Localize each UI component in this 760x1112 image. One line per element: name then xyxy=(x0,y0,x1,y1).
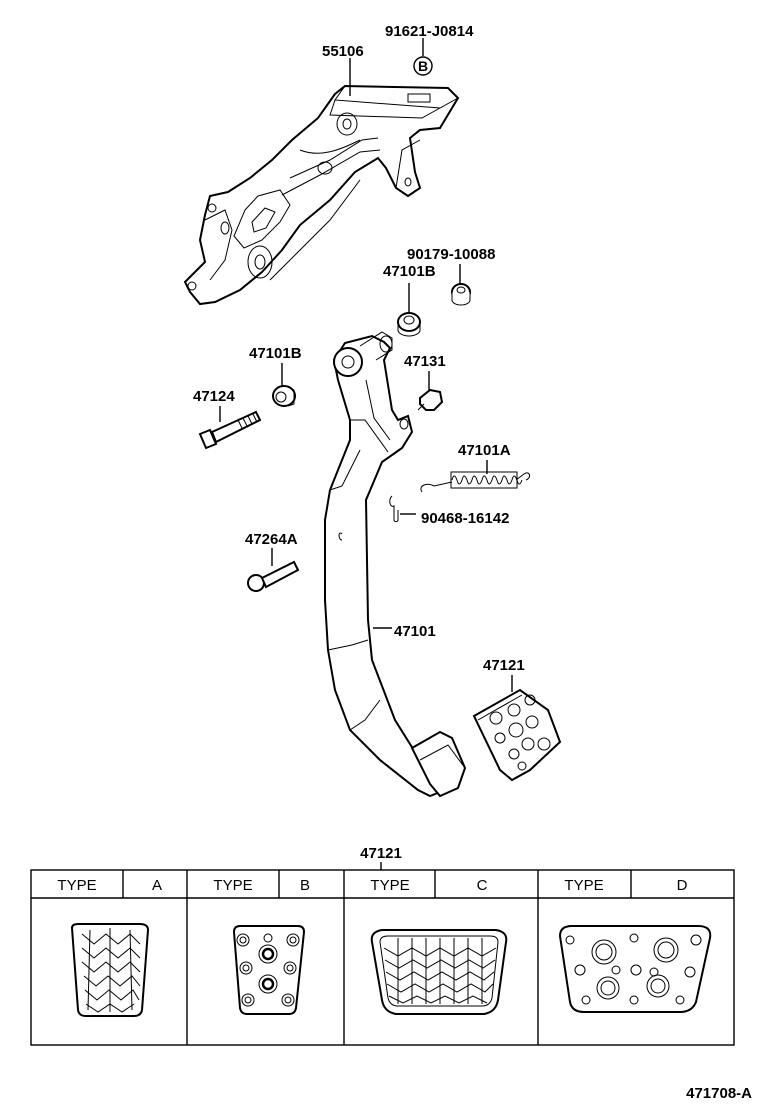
label-bushing-small: 90179-10088 xyxy=(407,246,495,263)
label-spring: 47101A xyxy=(458,442,511,459)
type-header-c: TYPE xyxy=(370,877,409,894)
label-bushing-left: 47101B xyxy=(249,345,302,362)
bracket-drawing xyxy=(183,84,460,306)
bolt-marker-label: B xyxy=(418,58,428,74)
label-bracket: 55106 xyxy=(322,43,364,60)
pin-drawing xyxy=(247,560,300,592)
type-letter-b: B xyxy=(300,877,310,894)
pad-type-a-drawing xyxy=(70,923,150,1017)
stopper-drawing xyxy=(417,388,444,411)
pad-type-d-drawing xyxy=(558,925,712,1013)
label-clip: 90468-16142 xyxy=(421,510,509,527)
pad-type-c-drawing xyxy=(370,929,508,1015)
label-bushing-right: 47101B xyxy=(383,263,436,280)
bushing-right-drawing xyxy=(397,312,421,337)
label-pedal-pad: 47121 xyxy=(483,657,525,674)
type-letter-a: A xyxy=(152,877,162,894)
type-letter-d: D xyxy=(677,877,688,894)
type-letter-c: C xyxy=(477,877,488,894)
pedal-pad-drawing xyxy=(472,688,562,782)
label-stopper: 47131 xyxy=(404,353,446,370)
pad-type-table: TYPE A TYPE B TYPE C TYPE D xyxy=(30,869,735,1046)
clip-drawing xyxy=(389,495,399,522)
type-header-a: TYPE xyxy=(57,877,96,894)
bushing-small-drawing xyxy=(451,283,471,306)
pad-table-title: 47121 xyxy=(360,845,402,862)
label-pivot-bolt: 47124 xyxy=(193,388,235,405)
label-bracket-bolt: 91621-J0814 xyxy=(385,23,474,40)
label-pedal-arm: 47101 xyxy=(394,623,436,640)
bushing-left-drawing xyxy=(272,385,296,407)
pivot-bolt-drawing xyxy=(198,410,262,450)
figure-code: 471708-A xyxy=(686,1085,752,1102)
pedal-arm-drawing xyxy=(324,331,467,798)
type-header-d: TYPE xyxy=(564,877,603,894)
label-pin: 47264A xyxy=(245,531,298,548)
pad-type-b-drawing xyxy=(232,925,306,1015)
spring-drawing xyxy=(420,471,531,493)
type-header-b: TYPE xyxy=(213,877,252,894)
